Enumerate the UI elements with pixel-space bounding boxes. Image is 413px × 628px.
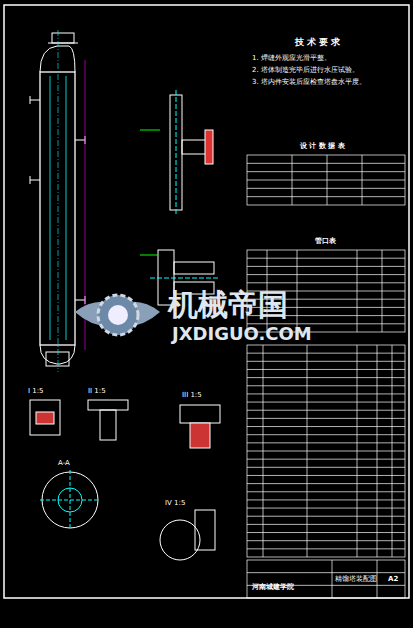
watermark-logo bbox=[75, 295, 160, 335]
label: A2 bbox=[388, 576, 398, 584]
label: 2. 塔体制造完毕后进行水压试验。 bbox=[252, 67, 359, 75]
label: I 1:5 bbox=[28, 388, 44, 396]
label: 机械帝国 bbox=[168, 288, 288, 321]
label: 管口表 bbox=[315, 238, 336, 246]
label: 设 计 数 据 表 bbox=[300, 143, 345, 151]
label: 精馏塔装配图 bbox=[335, 576, 377, 584]
label: 3. 塔内件安装后应检查塔盘水平度。 bbox=[252, 79, 366, 87]
heading: 技 术 要 求 bbox=[295, 38, 340, 48]
frame bbox=[4, 5, 409, 598]
label: A-A bbox=[58, 460, 70, 468]
label: III 1:5 bbox=[182, 392, 202, 400]
label: JXDIGUO.COM bbox=[172, 324, 312, 344]
label: 1. 焊缝外观应光滑平整。 bbox=[252, 55, 331, 63]
label: 河南城建学院 bbox=[252, 584, 294, 592]
tables bbox=[247, 155, 405, 598]
label: IV 1:5 bbox=[165, 500, 185, 508]
tower bbox=[30, 30, 85, 372]
nozzle-detail bbox=[170, 90, 213, 215]
detail-views bbox=[30, 130, 220, 560]
label: II 1:5 bbox=[88, 388, 106, 396]
